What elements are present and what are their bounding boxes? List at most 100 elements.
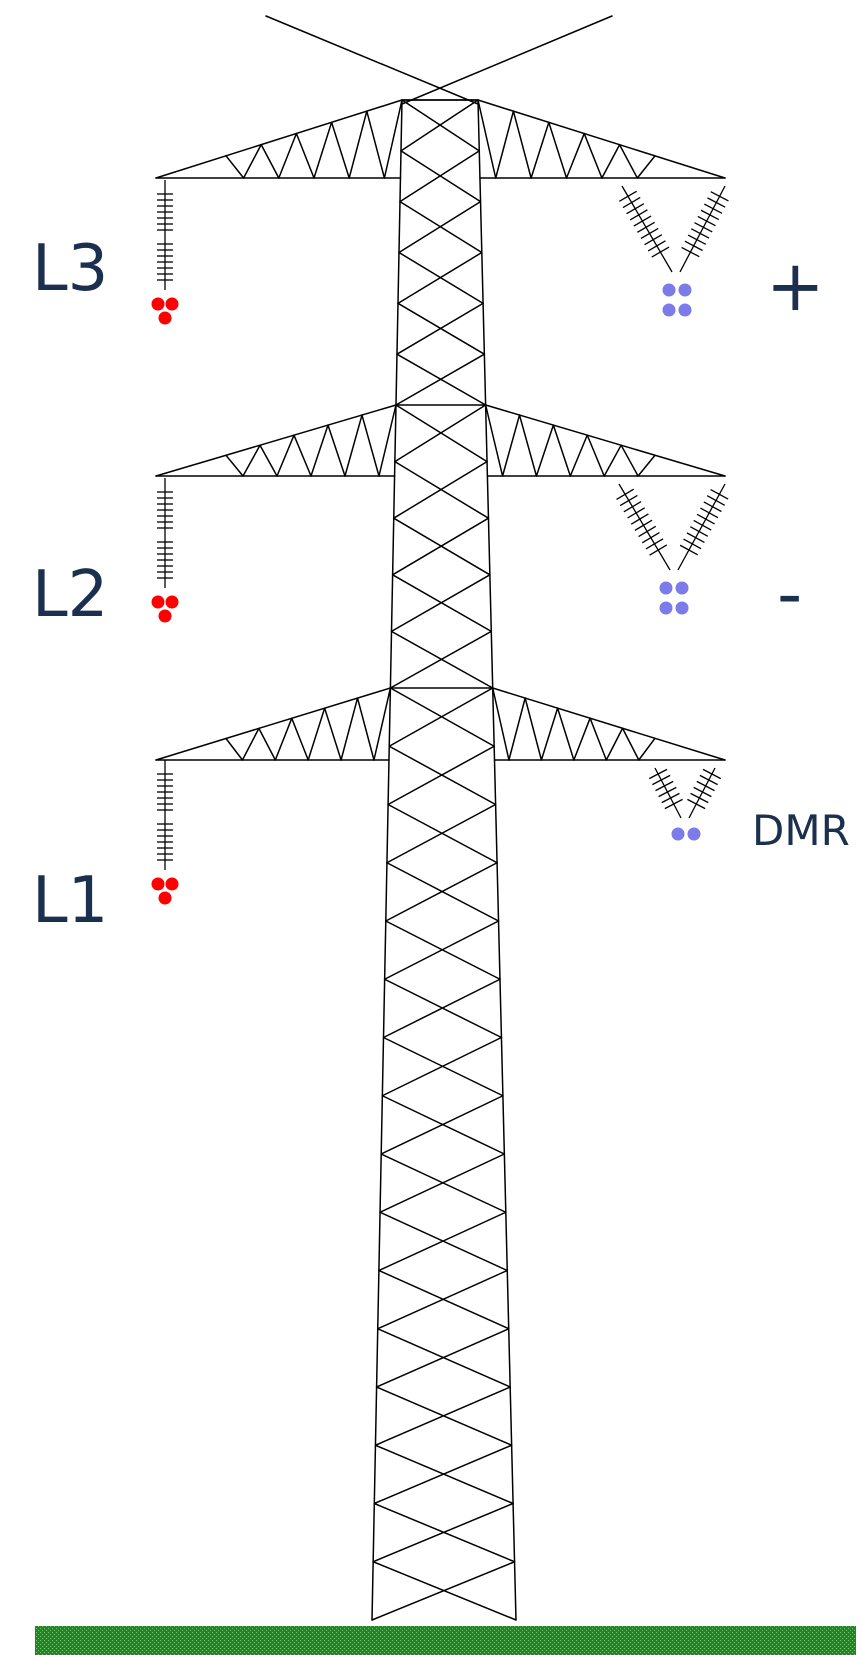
crossarm-upper-member <box>155 404 397 477</box>
crossarm-web <box>605 727 624 761</box>
insulator-disc <box>706 495 726 506</box>
crossarm-web <box>637 454 656 477</box>
insulator-rod <box>618 483 671 571</box>
crossarm-web <box>276 434 295 477</box>
insulator-disc <box>683 538 702 550</box>
lattice-brace <box>383 920 500 980</box>
crossarm-web <box>327 424 346 477</box>
insulator-disc <box>619 494 638 507</box>
crossarm-web <box>278 132 298 179</box>
conductor <box>678 303 692 317</box>
crossarm-web <box>491 687 510 761</box>
ac-insulator-string <box>157 760 173 870</box>
crossarm-web <box>225 737 244 761</box>
crossarm-web <box>620 444 639 477</box>
insulator-disc <box>640 227 659 240</box>
lattice-brace <box>385 862 498 922</box>
conductor <box>678 283 692 297</box>
crossarm-web <box>225 454 244 477</box>
crossarm-web <box>508 697 526 761</box>
crossarm-web <box>340 697 359 761</box>
lattice-brace <box>388 687 494 747</box>
insulator-disc <box>633 215 652 227</box>
insulator-disc <box>648 768 668 780</box>
crossarm-web <box>565 132 585 179</box>
insulator-disc <box>629 209 648 221</box>
insulator-disc <box>644 234 663 246</box>
insulator-rod <box>688 767 716 819</box>
conductor <box>158 311 172 325</box>
insulator-disc <box>693 519 712 531</box>
insulator-disc <box>700 209 720 221</box>
crossarm-upper-member <box>477 99 726 179</box>
insulator-disc <box>626 203 645 215</box>
conductor <box>687 827 701 841</box>
insulator-disc <box>689 526 709 537</box>
insulator-disc <box>697 215 716 227</box>
label-plus: + <box>766 245 825 327</box>
crossarm-web <box>601 143 621 179</box>
lattice-brace <box>392 460 488 519</box>
lattice-brace <box>375 1328 510 1388</box>
crossarm-web <box>366 110 386 179</box>
insulator-disc <box>619 190 637 202</box>
crossarm-web <box>307 707 326 761</box>
crossarm-web <box>586 434 605 477</box>
lattice-brace <box>399 150 481 203</box>
lattice-brace <box>380 1095 504 1155</box>
crossarm-web <box>583 132 603 179</box>
label-dmr: DMR <box>752 806 850 855</box>
crossarm-web <box>535 424 555 477</box>
crossarm-web <box>330 121 350 179</box>
insulator-disc <box>687 798 706 810</box>
ac-conductor-bundle <box>151 877 179 905</box>
crossarm-web <box>274 717 293 761</box>
crossarm-web <box>569 434 588 477</box>
lattice-brace <box>390 574 491 633</box>
crossarm-web <box>589 717 608 761</box>
conductor <box>659 581 673 595</box>
insulator-disc <box>647 240 666 252</box>
dc-conductor-bundle <box>662 283 692 317</box>
crossarm-web <box>295 132 315 179</box>
dc-circuit-poles <box>616 185 729 841</box>
lattice-brace <box>372 1502 514 1563</box>
insulator-disc <box>710 488 729 500</box>
crossarm-upper-member <box>155 99 403 179</box>
label-l3: L3 <box>32 232 108 306</box>
crossarm-web <box>518 414 538 477</box>
insulator-disc <box>622 196 641 209</box>
lattice-brace <box>374 1386 511 1446</box>
conductor <box>158 609 172 623</box>
lattice-brace <box>398 200 482 254</box>
lattice-brace <box>394 404 487 463</box>
insulator-disc <box>702 768 722 780</box>
ac-conductor-bundle <box>151 297 179 325</box>
insulator-disc <box>703 203 723 214</box>
insulator-disc <box>707 197 726 208</box>
lattice-brace <box>381 1036 503 1097</box>
insulator-disc <box>699 774 718 786</box>
crossarm-web <box>293 434 312 477</box>
lattice-brace <box>391 517 490 576</box>
ac-conductor-bundle <box>151 595 179 623</box>
crossarm-web <box>260 143 280 179</box>
insulator-disc <box>623 501 642 513</box>
crossarm-web <box>636 155 656 179</box>
insulator-disc <box>652 774 671 786</box>
crossarm-web <box>494 110 515 179</box>
insulator-disc <box>686 532 705 544</box>
lattice-brace <box>376 1269 509 1330</box>
crossarm-web <box>310 424 329 477</box>
crossarm-web <box>638 737 656 761</box>
crossarm-upper-member <box>484 404 726 477</box>
crossarm-web <box>242 444 261 477</box>
insulator-disc <box>627 507 646 519</box>
crossarm-web <box>548 121 568 179</box>
crossarm-web <box>383 99 403 179</box>
lattice-tower <box>155 15 726 1621</box>
insulator-disc <box>649 544 668 556</box>
dc-conductor-bundle <box>659 581 689 615</box>
dc-v-insulator <box>619 185 729 273</box>
lattice-brace <box>395 353 486 406</box>
